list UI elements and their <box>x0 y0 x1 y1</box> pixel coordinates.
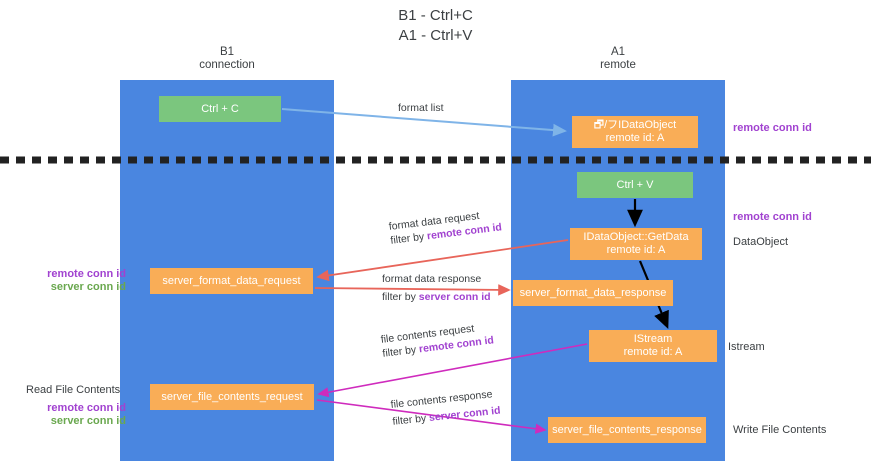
box-server-format-data-request-label: server_format_data_request <box>162 274 301 287</box>
arrow-format-data-response <box>314 284 511 296</box>
label-istream: Istream <box>728 341 765 353</box>
caption-format-data-response-key: server conn id <box>418 291 491 303</box>
label-left-remote-conn-id-1: remote conn id <box>47 268 126 280</box>
caption-format-data-response-line1: format data response <box>382 273 482 285</box>
box-server-file-contents-request-label: server_file_contents_request <box>161 390 303 403</box>
box-idataobject-getdata-subtitle: remote id: A <box>606 244 666 256</box>
box-server-file-contents-response[interactable]: server_file_contents_response <box>548 417 706 443</box>
caption-format-list: format list <box>398 101 444 115</box>
arrow-format-data-request <box>316 239 569 282</box>
caption-format-data-response: format data response filter by server co… <box>382 272 491 304</box>
label-left-server-conn-id-1: server conn id <box>50 281 126 293</box>
label-left-conn-ids-top: remote conn id server conn id <box>22 268 126 294</box>
label-left-remote-conn-id-2: remote conn id <box>47 402 126 414</box>
box-idataobject-title: 🗗/フIDataObject <box>593 119 677 131</box>
label-left-server-conn-id-2: server conn id <box>50 415 126 427</box>
page-title-line1: B1 - Ctrl+C <box>398 7 473 24</box>
box-ctrl-v[interactable]: Ctrl + V <box>577 172 693 198</box>
box-server-format-data-request[interactable]: server_format_data_request <box>150 268 313 294</box>
arrow-file-contents-request <box>317 343 588 398</box>
box-idataobject-subtitle: remote id: A <box>605 132 665 144</box>
box-idataobject[interactable]: 🗗/フIDataObject remote id: A <box>572 116 698 148</box>
lane-header-a1-line1: A1 <box>610 46 626 58</box>
page-title-line2: A1 - Ctrl+V <box>398 27 473 44</box>
box-istream[interactable]: IStream remote id: A <box>589 330 717 362</box>
caption-file-contents-response-prefix: filter by <box>391 412 430 428</box>
box-istream-title: IStream <box>633 333 673 345</box>
label-remote-conn-id-mid: remote conn id <box>733 211 812 223</box>
box-server-file-contents-request[interactable]: server_file_contents_request <box>150 384 314 410</box>
lane-header-a1: A1 remote <box>511 46 725 72</box>
box-ctrl-c-label: Ctrl + C <box>201 102 239 115</box>
label-write-file-contents: Write File Contents <box>733 424 827 436</box>
page-title: B1 - Ctrl+C A1 - Ctrl+V <box>0 6 871 46</box>
label-left-conn-ids-bottom: remote conn id server conn id <box>22 402 126 428</box>
lane-header-b1-line2: connection <box>199 59 255 71</box>
arrow-file-contents-response <box>316 399 547 434</box>
caption-format-list-text: format list <box>398 102 444 114</box>
box-ctrl-v-label: Ctrl + V <box>616 178 654 191</box>
label-read-file-contents: Read File Contents <box>26 384 121 396</box>
box-ctrl-c[interactable]: Ctrl + C <box>159 96 281 122</box>
lane-header-b1: B1 connection <box>120 46 334 72</box>
caption-format-data-response-line2: filter by server conn id <box>382 290 491 304</box>
lane-header-a1-line2: remote <box>600 59 636 71</box>
lane-header-b1-line1: B1 <box>219 46 235 58</box>
box-server-file-contents-response-label: server_file_contents_response <box>552 423 702 436</box>
box-server-format-data-response-label: server_format_data_response <box>519 286 667 299</box>
label-remote-conn-id-top: remote conn id <box>733 122 812 134</box>
box-server-format-data-response[interactable]: server_format_data_response <box>513 280 673 306</box>
caption-format-data-response-prefix: filter by <box>382 291 419 303</box>
box-idataobject-getdata[interactable]: IDataObject::GetData remote id: A <box>570 228 702 260</box>
box-idataobject-getdata-title: IDataObject::GetData <box>583 231 689 243</box>
box-istream-subtitle: remote id: A <box>623 346 683 358</box>
arrow-format-list <box>281 108 567 137</box>
label-dataobject: DataObject <box>733 236 789 248</box>
